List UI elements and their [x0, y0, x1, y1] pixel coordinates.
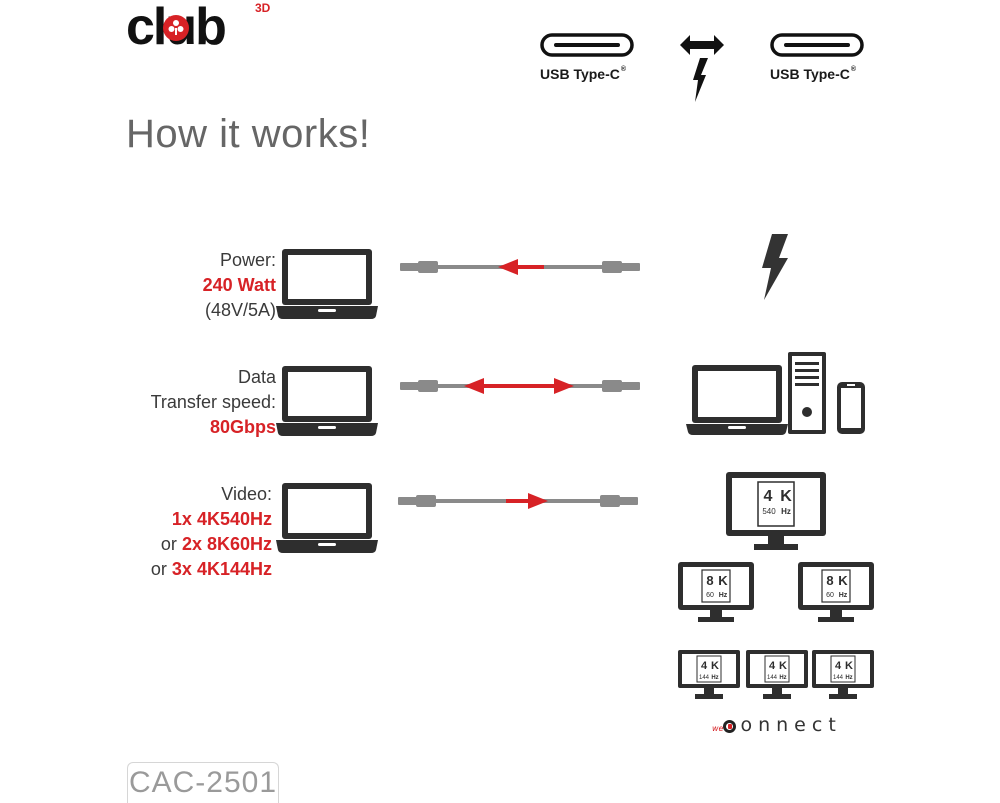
svg-text:Hz: Hz [719, 592, 728, 599]
club3d-logo: club 3D [126, 0, 271, 52]
svg-text:8: 8 [706, 573, 713, 588]
usb-c-port-icon [540, 33, 634, 57]
video-option-1: 1x 4K540Hz [171, 509, 272, 529]
usb-c-port-icon [770, 33, 864, 57]
video-text: Video: 1x 4K540Hz or 2x 8K60Hz or 3x 4K1… [126, 482, 272, 582]
lightning-icon [762, 234, 788, 300]
video-option-2: or 2x 8K60Hz [160, 534, 272, 554]
model-number-tab: CAC-2501 [127, 762, 279, 803]
cable-video-arrow-right [398, 493, 638, 509]
monitor-4k144-icon: 4 K 144 Hz [746, 650, 808, 699]
svg-text:Hz: Hz [781, 507, 791, 516]
cable-power-arrow-left [400, 259, 640, 275]
power-text: Power: 240 Watt (48V/5A) [130, 248, 276, 323]
power-spec: (48V/5A) [204, 300, 276, 320]
data-value: 80Gbps [209, 417, 276, 437]
svg-text:144: 144 [699, 675, 710, 681]
svg-text:Hz: Hz [845, 675, 852, 681]
monitor-4k144-icon: 4 K 144 Hz [812, 650, 874, 699]
desktop-tower-icon [788, 352, 826, 434]
svg-text:60: 60 [706, 592, 714, 599]
laptop-icon [276, 483, 378, 553]
svg-text:K: K [838, 573, 848, 588]
laptop-icon [686, 365, 788, 435]
svg-text:60: 60 [826, 592, 834, 599]
monitor-4k144-icon: 4 K 144 Hz [678, 650, 740, 699]
svg-text:4: 4 [701, 660, 708, 672]
svg-text:540: 540 [762, 507, 776, 516]
power-value: 240 Watt [202, 275, 276, 295]
data-label: Data [237, 367, 276, 387]
cable-data-arrow-both [400, 378, 640, 394]
svg-text:4: 4 [835, 660, 842, 672]
monitor-8k60-icon: 8 K 60 Hz [678, 562, 754, 622]
svg-text:K: K [779, 660, 787, 672]
svg-text:144: 144 [833, 675, 844, 681]
svg-text:8: 8 [826, 573, 833, 588]
svg-text:Hz: Hz [779, 675, 786, 681]
club-suit-icon [168, 20, 184, 35]
logo-superscript: 3D [255, 1, 271, 15]
video-option-3: or 3x 4K144Hz [150, 559, 272, 579]
monitor-4k540-icon: 4 K 540 Hz [726, 472, 826, 550]
laptop-icon [276, 249, 378, 319]
svg-text:K: K [711, 660, 719, 672]
page-heading: How it works! [126, 112, 371, 156]
right-port-label: USB Type-C® [770, 66, 857, 82]
monitor-8k60-icon: 8 K 60 Hz [798, 562, 874, 622]
svg-text:Hz: Hz [711, 675, 718, 681]
thunderbolt-bidirectional-icon [680, 35, 724, 102]
svg-text:K: K [780, 488, 792, 505]
svg-text:144: 144 [767, 675, 778, 681]
power-label: Power: [219, 250, 276, 270]
data-text: Data Transfer speed: 80Gbps [130, 365, 276, 440]
svg-text:4: 4 [769, 660, 776, 672]
smartphone-icon [837, 382, 865, 434]
svg-text:K: K [845, 660, 853, 672]
svg-text:K: K [718, 573, 728, 588]
laptop-icon [276, 366, 378, 436]
svg-text:4: 4 [764, 488, 773, 505]
video-label: Video: [221, 484, 272, 504]
svg-text:Hz: Hz [839, 592, 848, 599]
left-port-label: USB Type-C® [540, 66, 627, 82]
transfer-speed-label: Transfer speed: [150, 392, 276, 412]
devices-icon [686, 352, 865, 435]
connect-c-icon [723, 720, 737, 733]
